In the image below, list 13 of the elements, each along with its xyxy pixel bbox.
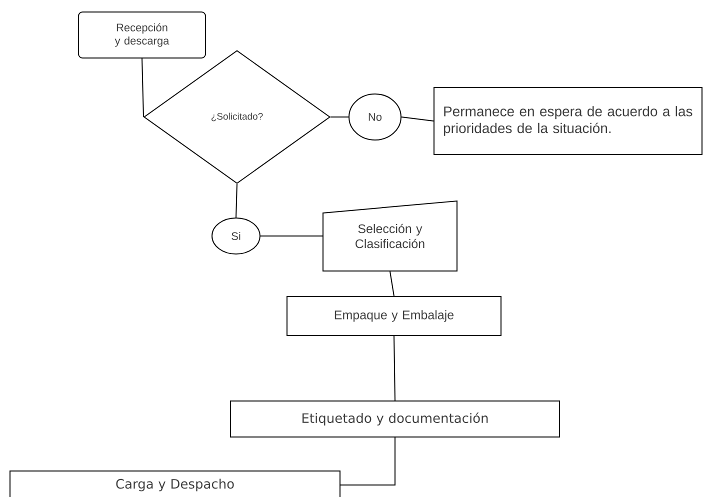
process-box: Recepción y descarga [78, 12, 206, 58]
connector [340, 437, 396, 486]
connector [394, 336, 396, 401]
connector [142, 58, 144, 118]
process-box: Carga y Despacho [10, 470, 340, 497]
connector [390, 271, 394, 296]
manual-input-box: Selección y Clasificación [322, 200, 458, 272]
connector [401, 116, 434, 122]
process-box: Etiquetado y documentación [230, 400, 560, 438]
process-box: Empaque y Embalaje [286, 296, 502, 336]
connector [236, 184, 238, 218]
process-box: Permanece en espera de acuerdo a las prioridades de la situación. [434, 87, 702, 155]
connector [330, 116, 349, 118]
